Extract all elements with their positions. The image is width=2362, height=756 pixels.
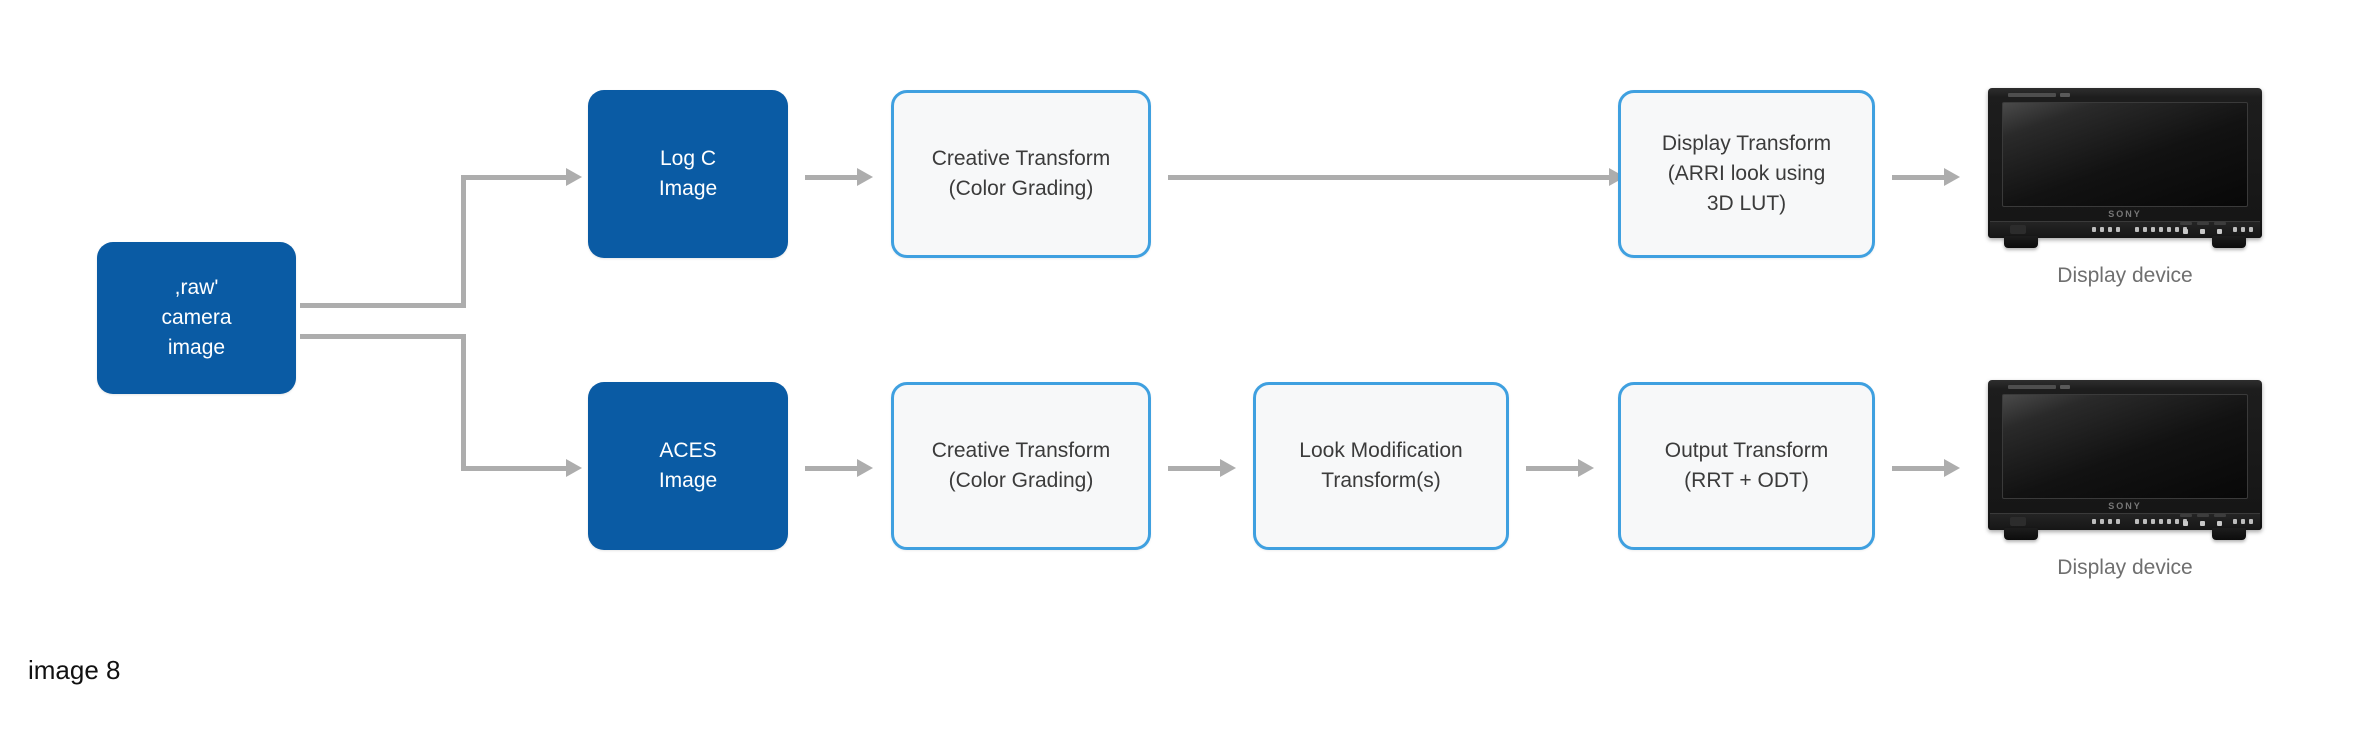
monitor-button-dot [2108, 227, 2112, 232]
monitor-button-dot [2116, 519, 2120, 524]
arrowhead-to-aces-image [566, 459, 582, 477]
arrowhead-aces-output-to-monitor [1944, 459, 1960, 477]
monitor-button-dot [2167, 519, 2171, 524]
monitor-brand-logo: SONY [2108, 501, 2142, 511]
connector-aces-lmt-to-output [1526, 466, 1578, 471]
monitor-button-dot [2249, 227, 2253, 232]
monitor-aces-display-device[interactable]: SONY [1988, 380, 2262, 579]
monitor-button-group-right [2233, 227, 2253, 232]
monitor-button-group-left [2092, 227, 2120, 232]
monitor-button-dot [2100, 227, 2104, 232]
node-aces-look-modification-transform-label: Look Modification Transform(s) [1299, 439, 1463, 492]
monitor-button-dot [2100, 519, 2104, 524]
monitor-function-button [2197, 222, 2209, 234]
connector-aces-creative-to-lmt [1168, 466, 1220, 471]
monitor-control-panel [1990, 513, 2260, 530]
arrowhead-to-logc-image [566, 168, 582, 186]
arrowhead-logc-image-to-creative [857, 168, 873, 186]
monitor-button-dot [2092, 227, 2096, 232]
node-aces-output-transform[interactable]: Output Transform (RRT + ODT) [1618, 382, 1875, 550]
monitor-button-dot [2143, 519, 2147, 524]
node-raw-camera-image[interactable]: ,raw' camera image [97, 242, 296, 394]
monitor-button-dot [2167, 227, 2171, 232]
node-aces-output-transform-label: Output Transform (RRT + ODT) [1664, 439, 1829, 492]
monitor-button-dot [2116, 227, 2120, 232]
connector-riser-to-logc [461, 175, 466, 308]
monitor-function-button [2214, 222, 2226, 234]
node-aces-creative-transform-label: Creative Transform (Color Grading) [931, 439, 1111, 492]
arrowhead-aces-creative-to-lmt [1220, 459, 1236, 477]
monitor-control-panel [1990, 221, 2260, 238]
connector-source-upper-stub [300, 303, 466, 308]
monitor-bezel-marking-icon [2008, 93, 2056, 97]
monitor-function-button [2214, 514, 2226, 526]
monitor-brand-logo: SONY [2108, 209, 2142, 219]
monitor-button-dot [2092, 519, 2096, 524]
node-aces-look-modification-transform[interactable]: Look Modification Transform(s) [1253, 382, 1509, 550]
monitor-logc-display-device[interactable]: SONY [1988, 88, 2262, 287]
connector-logc-creative-to-display [1168, 175, 1609, 180]
monitor-foot-right [2212, 236, 2246, 248]
monitor-screen [2002, 394, 2248, 499]
node-logc-image[interactable]: Log C Image [588, 90, 788, 258]
monitor-foot-left [2004, 236, 2038, 248]
node-aces-image[interactable]: ACES Image [588, 382, 788, 550]
connector-to-aces-image [461, 466, 566, 471]
node-logc-display-transform-label: Display Transform (ARRI look using 3D LU… [1661, 132, 1832, 215]
monitor-aces-caption: Display device [2057, 556, 2193, 579]
node-aces-image-label: ACES Image [658, 439, 718, 492]
monitor-foot-right [2212, 528, 2246, 540]
node-logc-image-label: Log C Image [658, 147, 718, 200]
monitor-button-dot [2233, 519, 2237, 524]
monitor-function-button [2180, 222, 2192, 234]
node-raw-camera-image-label: ,raw' camera image [161, 276, 232, 359]
monitor-function-button [2197, 514, 2209, 526]
monitor-button-dot [2175, 227, 2179, 232]
monitor-button-dot [2151, 227, 2155, 232]
monitor-button-dot [2159, 227, 2163, 232]
node-logc-display-transform[interactable]: Display Transform (ARRI look using 3D LU… [1618, 90, 1875, 258]
connector-logc-display-to-monitor [1892, 175, 1944, 180]
monitor-button-dot [2135, 227, 2139, 232]
monitor-button-dot [2151, 519, 2155, 524]
monitor-bezel-badge-icon [2060, 385, 2070, 389]
monitor-body: SONY [1988, 380, 2262, 530]
monitor-function-button [2180, 514, 2192, 526]
monitor-power-knob-icon [2010, 517, 2026, 526]
connector-logc-image-to-creative [805, 175, 857, 180]
monitor-foot-left [2004, 528, 2038, 540]
connector-dropper-to-aces [461, 334, 466, 470]
monitor-button-dot [2241, 227, 2245, 232]
connector-to-logc-image [461, 175, 566, 180]
monitor-button-dot [2159, 519, 2163, 524]
monitor-bezel-badge-icon [2060, 93, 2070, 97]
monitor-bezel-marking-icon [2008, 385, 2056, 389]
connector-aces-image-to-creative [805, 466, 857, 471]
monitor-button-dot [2135, 519, 2139, 524]
connector-aces-output-to-monitor [1892, 466, 1944, 471]
arrowhead-aces-lmt-to-output [1578, 459, 1594, 477]
monitor-button-dot [2143, 227, 2147, 232]
figure-caption: image 8 [28, 655, 121, 685]
monitor-button-dot [2249, 519, 2253, 524]
monitor-button-group-left [2092, 519, 2120, 524]
monitor-button-dot [2108, 519, 2112, 524]
monitor-button-dot [2233, 227, 2237, 232]
monitor-button-dot [2241, 519, 2245, 524]
node-aces-creative-transform[interactable]: Creative Transform (Color Grading) [891, 382, 1151, 550]
connector-source-lower-stub [300, 334, 466, 339]
monitor-power-knob-icon [2010, 225, 2026, 234]
monitor-body: SONY [1988, 88, 2262, 238]
monitor-button-dot [2175, 519, 2179, 524]
arrowhead-logc-display-to-monitor [1944, 168, 1960, 186]
monitor-button-group-right [2233, 519, 2253, 524]
monitor-logc-caption: Display device [2057, 264, 2193, 287]
arrowhead-aces-image-to-creative [857, 459, 873, 477]
monitor-screen [2002, 102, 2248, 207]
node-logc-creative-transform-label: Creative Transform (Color Grading) [931, 147, 1111, 200]
node-logc-creative-transform[interactable]: Creative Transform (Color Grading) [891, 90, 1151, 258]
